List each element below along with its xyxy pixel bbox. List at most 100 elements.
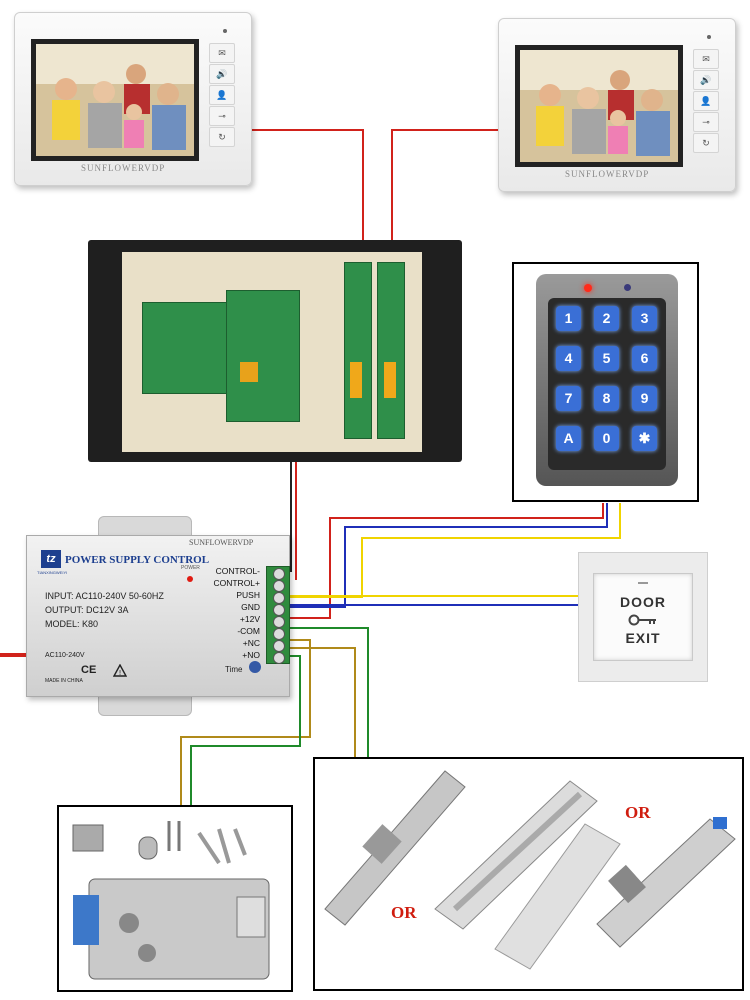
terminal-label-no: +NO xyxy=(242,650,260,660)
relay-right xyxy=(384,362,396,398)
key-2[interactable]: 2 xyxy=(594,306,619,331)
or-label-lower: OR xyxy=(391,903,417,922)
terminal-screw[interactable] xyxy=(273,652,285,664)
keypad-led-off xyxy=(624,284,631,291)
monitor-button[interactable]: ↻ xyxy=(209,127,235,147)
key-8[interactable]: 8 xyxy=(594,386,619,411)
psu-input-spec: INPUT: AC110-240V 50-60HZ xyxy=(45,591,164,601)
controller-board xyxy=(226,290,300,422)
psu-title: POWER SUPPLY CONTROL xyxy=(65,554,210,566)
key-5[interactable]: 5 xyxy=(594,346,619,371)
terminal-screw[interactable] xyxy=(273,568,285,580)
access-keypad: 1 2 3 4 5 6 7 8 9 A 0 ✱ xyxy=(536,274,678,486)
key-star[interactable]: ✱ xyxy=(632,426,657,451)
psu-logo-sub: TIANXINGWEIYI xyxy=(37,570,68,575)
psu-brand: SUNFLOWERVDP xyxy=(189,538,254,547)
distribution-box-interior xyxy=(122,252,422,452)
wire-keypad-blue xyxy=(289,503,608,608)
alternative-locks-illustration xyxy=(324,770,736,970)
psu-ac-label: AC110-240V xyxy=(45,652,85,659)
terminal-label-control-minus: CONTROL- xyxy=(215,566,260,576)
exit-button-door-label: DOOR xyxy=(620,594,666,610)
power-label: POWER xyxy=(181,565,200,571)
terminal-screw[interactable] xyxy=(273,604,285,616)
monitor-buttons: ✉ 🔊 👤 ⊸ ↻ xyxy=(693,49,719,154)
exit-indicator xyxy=(638,582,648,584)
psu-model: MODEL: K80 xyxy=(45,619,99,629)
svg-text:!: ! xyxy=(119,669,122,677)
talk-button[interactable]: 👤 xyxy=(693,91,719,111)
power-led xyxy=(187,576,193,582)
terminal-label-gnd: GND xyxy=(241,602,260,612)
talk-button[interactable]: 👤 xyxy=(209,85,235,105)
wire-lock-olive-long xyxy=(289,647,356,757)
wire-keypad-red xyxy=(289,503,604,619)
exit-button-exit-label: EXIT xyxy=(625,630,661,646)
key-a[interactable]: A xyxy=(556,426,581,451)
psu-output-spec: OUTPUT: DC12V 3A xyxy=(45,605,129,615)
key-3[interactable]: 3 xyxy=(632,306,657,331)
ce-mark: CE xyxy=(81,664,97,676)
key-6[interactable]: 6 xyxy=(632,346,657,371)
volume-button[interactable]: 🔊 xyxy=(693,70,719,90)
relay-left xyxy=(350,362,362,398)
psu-logo: tz xyxy=(41,550,61,568)
electric-lock-box xyxy=(57,805,293,992)
terminal-label-12v: +12V xyxy=(239,614,260,624)
unlock-button[interactable]: ⊸ xyxy=(693,112,719,132)
warning-icon: ! xyxy=(113,664,127,677)
message-button[interactable]: ✉ xyxy=(693,49,719,69)
terminal-screw[interactable] xyxy=(273,592,285,604)
distribution-box xyxy=(88,240,462,462)
indoor-monitor-left: ✉ 🔊 👤 ⊸ ↻ SUNFLOWERVDP xyxy=(14,12,252,186)
terminal-screw[interactable] xyxy=(273,640,285,652)
key-7[interactable]: 7 xyxy=(556,386,581,411)
volume-button[interactable]: 🔊 xyxy=(209,64,235,84)
power-supply-control: tz TIANXINGWEIYI POWER SUPPLY CONTROL SU… xyxy=(26,535,290,697)
family-photo xyxy=(36,44,194,156)
relay-board-1 xyxy=(344,262,372,439)
wire-lock-green xyxy=(190,655,301,805)
monitor-button[interactable]: ↻ xyxy=(693,133,719,153)
wire-monitor-right xyxy=(391,129,500,262)
keypad-led xyxy=(584,284,592,292)
keypad-face: 1 2 3 4 5 6 7 8 9 A 0 ✱ xyxy=(548,298,666,470)
monitor-led xyxy=(223,29,227,33)
key-4[interactable]: 4 xyxy=(556,346,581,371)
wire-monitor-left xyxy=(250,129,364,262)
terminal-screw[interactable] xyxy=(273,580,285,592)
terminal-label-control-plus: CONTROL+ xyxy=(213,578,260,588)
wire-lock-olive xyxy=(180,639,311,805)
monitor-brand: SUNFLOWERVDP xyxy=(81,163,166,173)
message-button[interactable]: ✉ xyxy=(209,43,235,63)
family-photo xyxy=(520,50,678,162)
monitor-brand: SUNFLOWERVDP xyxy=(565,169,650,179)
terminal-label-push: PUSH xyxy=(236,590,260,600)
monitor-led xyxy=(707,35,711,39)
terminal-label-com: -COM xyxy=(237,626,260,636)
relay xyxy=(240,362,258,382)
exit-button-face[interactable]: DOOR EXIT xyxy=(593,573,693,661)
key-0[interactable]: 0 xyxy=(594,426,619,451)
keypad-frame: 1 2 3 4 5 6 7 8 9 A 0 ✱ xyxy=(512,262,699,502)
terminal-screw[interactable] xyxy=(273,616,285,628)
key-9[interactable]: 9 xyxy=(632,386,657,411)
unlock-button[interactable]: ⊸ xyxy=(209,106,235,126)
indoor-monitor-right: ✉ 🔊 👤 ⊸ ↻ SUNFLOWERVDP xyxy=(498,18,736,192)
relay-board-2 xyxy=(377,262,405,439)
terminal-block xyxy=(266,566,290,664)
monitor-buttons: ✉ 🔊 👤 ⊸ ↻ xyxy=(209,43,235,148)
electric-lock-illustration xyxy=(72,821,270,980)
key-icon xyxy=(628,614,656,626)
monitor-screen xyxy=(31,39,199,161)
or-label-upper: OR xyxy=(625,803,651,822)
made-in-china: MADE IN CHINA xyxy=(45,678,83,684)
key-1[interactable]: 1 xyxy=(556,306,581,331)
time-label: Time xyxy=(225,665,243,674)
time-adjust-knob[interactable] xyxy=(249,661,261,673)
terminal-screw[interactable] xyxy=(273,628,285,640)
alternative-locks-box: OR OR xyxy=(313,757,744,991)
wire-lock-green-long xyxy=(289,627,369,757)
door-exit-button[interactable]: DOOR EXIT xyxy=(578,552,708,682)
